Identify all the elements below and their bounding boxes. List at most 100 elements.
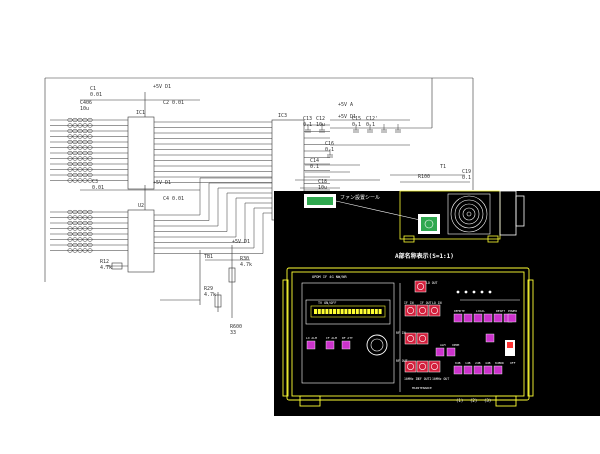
resistor-ref-r29: R29 xyxy=(204,286,213,292)
lcd-segment xyxy=(325,309,329,314)
coil-loop xyxy=(77,215,83,220)
coil-loop xyxy=(87,150,93,156)
lcd-segment xyxy=(333,309,336,314)
connector-label: RF OUT xyxy=(396,359,408,363)
panel-button[interactable] xyxy=(463,313,473,323)
coil-loop xyxy=(82,139,88,145)
connector[interactable] xyxy=(414,280,427,293)
lcd-segment xyxy=(352,309,355,314)
panel-button[interactable] xyxy=(493,365,503,375)
cap-value-c2: 0.01 xyxy=(172,100,184,106)
coil-loop xyxy=(87,178,93,183)
panel-button[interactable] xyxy=(473,313,483,323)
panel-button[interactable] xyxy=(483,365,493,375)
coil-loop xyxy=(82,128,88,134)
panel-button[interactable] xyxy=(507,313,517,323)
coil-loop xyxy=(67,128,73,134)
rotary-knob[interactable] xyxy=(366,334,388,356)
panel-button[interactable] xyxy=(453,313,463,323)
lcd-segment xyxy=(371,309,374,314)
connector[interactable] xyxy=(428,360,441,373)
cap-label-c14: C14 xyxy=(310,158,319,164)
panel-button[interactable] xyxy=(483,313,493,323)
connector-label: IF OUT xyxy=(420,301,432,305)
button-label: ALM xyxy=(440,343,446,347)
panel-button[interactable] xyxy=(341,340,351,350)
power-switch[interactable] xyxy=(505,340,515,356)
panel-button[interactable] xyxy=(453,365,463,375)
bottom-label-off: OFF xyxy=(510,361,516,365)
cap-label-c3: C3 xyxy=(92,179,98,185)
connector[interactable] xyxy=(404,360,417,373)
status-led xyxy=(472,290,476,294)
cap-value-c13: 0.1 xyxy=(303,122,312,128)
resistor-value-r29: 4.7k xyxy=(204,292,216,298)
coil-loop xyxy=(82,226,88,231)
cap-label-c19: C19 xyxy=(462,169,471,175)
cap-label-c15: C15 xyxy=(352,116,361,122)
panel-button[interactable] xyxy=(463,365,473,375)
connector[interactable] xyxy=(416,360,429,373)
misc-label-10u: 10u xyxy=(80,106,89,112)
panel-button[interactable] xyxy=(485,333,495,343)
att-label: 0dB xyxy=(455,361,461,365)
ic1-body xyxy=(127,116,155,190)
coil-loop xyxy=(77,134,83,139)
att-label: 2dB xyxy=(475,361,481,365)
coil-loop xyxy=(67,248,73,253)
buttons xyxy=(306,290,517,375)
coil-loop xyxy=(67,117,73,123)
coil-loop xyxy=(72,134,78,139)
coil-loop xyxy=(67,123,73,128)
connector[interactable] xyxy=(416,304,429,317)
cap-value-c14: 0.1 xyxy=(310,164,319,170)
misc-label-r100: R100 xyxy=(418,174,430,180)
coil-loop xyxy=(87,172,93,178)
supply-label-2: +5V D1 xyxy=(153,180,171,186)
connector-ring xyxy=(406,306,414,314)
coil-loop xyxy=(72,128,78,134)
coil-loop xyxy=(77,156,83,161)
connector[interactable] xyxy=(416,332,429,345)
coil-loop xyxy=(87,231,93,237)
ic1-label: IC1 xyxy=(136,110,145,116)
coil-loop xyxy=(67,242,73,248)
coil-loop xyxy=(87,167,93,172)
panel-button[interactable] xyxy=(435,347,445,357)
panel-button[interactable] xyxy=(325,340,335,350)
panel-button[interactable] xyxy=(446,347,456,357)
cap-label-c2: C2 xyxy=(163,100,169,106)
lcd-segment xyxy=(374,309,378,314)
connector-ring xyxy=(430,362,438,370)
lcd-segment xyxy=(344,309,348,314)
coil-loop xyxy=(67,231,73,237)
coil-loop xyxy=(87,134,93,139)
panel-button[interactable] xyxy=(306,340,316,350)
supply-label-3: +5V A xyxy=(338,102,353,108)
coil-loop xyxy=(67,178,73,183)
coil-loop xyxy=(77,178,83,183)
supply-label-4: +5V D1 xyxy=(338,114,356,120)
connector-ring xyxy=(418,334,426,342)
coil-loop xyxy=(82,215,88,220)
panel-button[interactable] xyxy=(493,313,503,323)
cap-value-c4: 0.01 xyxy=(172,196,184,202)
coil-loop xyxy=(87,248,93,253)
cap-label-c18: C18 xyxy=(318,179,327,185)
coil-loop xyxy=(72,123,78,128)
signal-line xyxy=(154,187,272,227)
button-label: OPDM xyxy=(452,343,459,347)
connector-ring xyxy=(406,362,414,370)
panel-button[interactable] xyxy=(473,365,483,375)
connector-label: LO IN xyxy=(432,301,442,305)
lcd-segment xyxy=(317,309,321,314)
connector[interactable] xyxy=(428,304,441,317)
connector-label: RF IN xyxy=(396,331,406,335)
lcd-segment xyxy=(367,309,371,314)
connector[interactable] xyxy=(404,332,417,345)
connector[interactable] xyxy=(404,304,417,317)
coil-loop xyxy=(87,209,93,215)
resistor-ref-r12: R12 xyxy=(100,259,109,265)
